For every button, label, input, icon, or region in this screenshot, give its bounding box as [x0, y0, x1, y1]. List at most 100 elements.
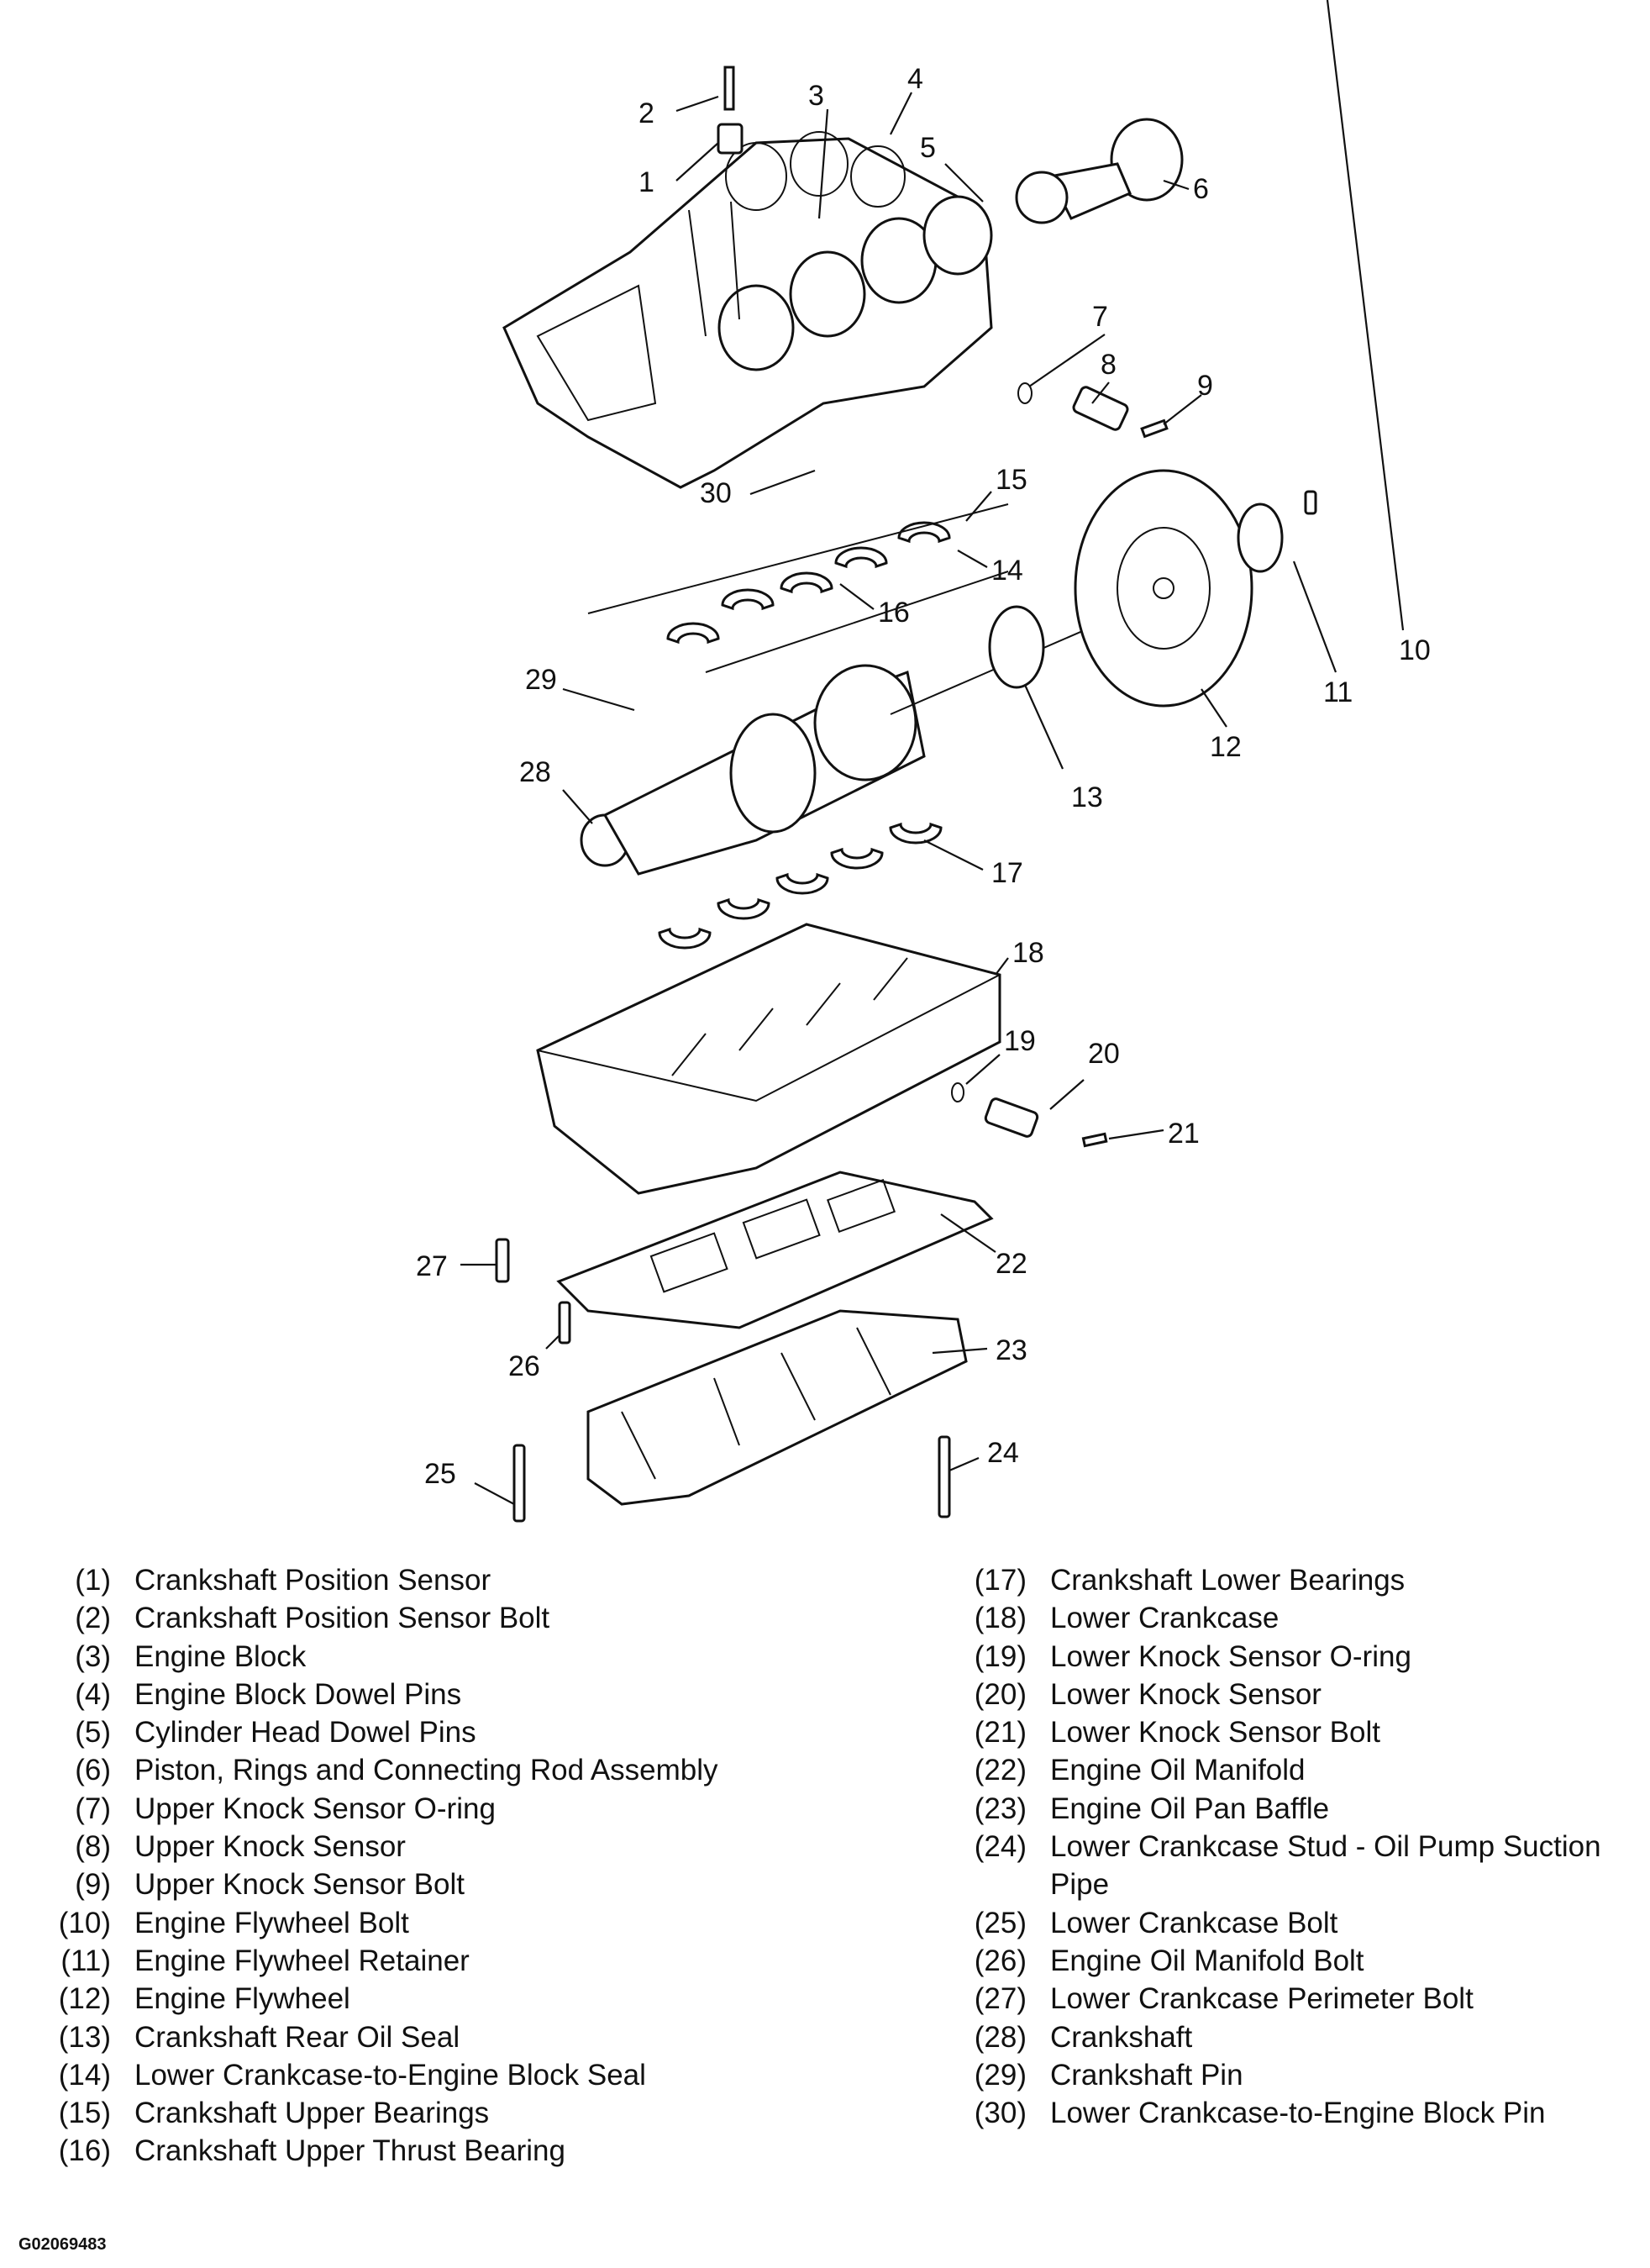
callout-19: 19: [1004, 1025, 1036, 1057]
legend-item-name: Lower Knock Sensor O-ring: [1050, 1639, 1411, 1673]
legend-item: (28)Crankshaft: [933, 2018, 1647, 2056]
callout-18: 18: [1012, 937, 1044, 969]
legend-item-name: Lower Crankcase-to-Engine Block Seal: [134, 2058, 646, 2092]
leader-lines: [460, 0, 1405, 1505]
callout-6: 6: [1193, 173, 1209, 205]
legend-item-name: Engine Oil Manifold: [1050, 1754, 1306, 1787]
legend-item: (1)Crankshaft Position Sensor: [17, 1561, 924, 1599]
legend-item-number: (12): [58, 1982, 111, 2016]
legend-item-name: Lower Knock Sensor Bolt: [1050, 1716, 1380, 1750]
legend-item: (18)Lower Crankcase: [933, 1599, 1647, 1637]
legend-item-name: Crankshaft Rear Oil Seal: [134, 2020, 460, 2054]
legend-item-number: (28): [974, 2020, 1027, 2054]
legend-item-number: (1): [75, 1564, 111, 1597]
callout-29: 29: [525, 664, 557, 696]
callout-30: 30: [700, 477, 732, 509]
callout-1: 1: [638, 166, 654, 198]
legend-item-name: Engine Oil Pan Baffle: [1050, 1792, 1330, 1825]
callout-10: 10: [1399, 634, 1431, 666]
legend-item-number: (11): [60, 1944, 111, 1977]
legend-item-number: (19): [974, 1639, 1027, 1673]
callout-16: 16: [878, 597, 910, 629]
legend-item-number: (14): [58, 2058, 111, 2092]
legend-item: (6)Piston, Rings and Connecting Rod Asse…: [17, 1751, 924, 1789]
legend-item-name: Upper Knock Sensor Bolt: [134, 1868, 465, 1902]
legend-item-name: Lower Knock Sensor: [1050, 1677, 1322, 1711]
callout-15: 15: [996, 464, 1027, 496]
legend-item-number: (15): [58, 2097, 111, 2130]
callout-25: 25: [424, 1458, 456, 1490]
legend-item-number: (3): [75, 1639, 111, 1673]
legend-item-number: (21): [974, 1716, 1027, 1750]
legend-item-name: Engine Flywheel: [134, 1982, 350, 2016]
legend-item: (9) Upper Knock Sensor Bolt: [17, 1865, 924, 1903]
legend-item-name: Engine Flywheel Retainer: [134, 1944, 470, 1977]
crankshaft-drawing: [580, 604, 1143, 876]
legend-item-name: Engine Oil Manifold Bolt: [1050, 1944, 1364, 1977]
legend-item-name: Crankshaft Lower Bearings: [1050, 1564, 1406, 1597]
legend-item-number: (6): [75, 1754, 111, 1787]
legend-item-number: (27): [974, 1982, 1027, 2016]
legend-item: (25)Lower Crankcase Bolt: [933, 1904, 1647, 1942]
legend-item-number: (16): [58, 2134, 111, 2168]
legend-item-number: (10): [58, 1906, 111, 1939]
legend-item-number: (18): [974, 1602, 1027, 1635]
legend-item-name: Crankshaft Upper Thrust Bearing: [134, 2134, 565, 2168]
callout-9: 9: [1197, 370, 1213, 402]
legend-item: (23)Engine Oil Pan Baffle: [933, 1790, 1647, 1828]
legend-item: (13)Crankshaft Rear Oil Seal: [17, 2018, 924, 2056]
legend-item: (29)Crankshaft Pin: [933, 2056, 1647, 2094]
callout-labels: 1 2 3 4 5 6 7 8 9 10 11 12 13 14 15 16 1…: [416, 63, 1431, 1490]
legend-item-name: Crankshaft Position Sensor Bolt: [134, 1602, 550, 1635]
legend-item: (30)Lower Crankcase-to-Engine Block Pin: [933, 2094, 1647, 2132]
legend-item: (8) Upper Knock Sensor: [17, 1828, 924, 1865]
engine-block-drawing: [502, 131, 993, 489]
legend-item-name: Cylinder Head Dowel Pins: [134, 1716, 476, 1750]
legend-item-name: Lower Crankcase Stud - Oil Pump Suction …: [1050, 1830, 1601, 1902]
legend-item-number: (7): [75, 1792, 111, 1825]
legend-right-column: (17)Crankshaft Lower Bearings(18)Lower C…: [933, 1561, 1647, 2132]
callout-5: 5: [920, 132, 936, 164]
callout-27: 27: [416, 1250, 448, 1282]
callout-3: 3: [808, 80, 824, 112]
legend-left-column: (1)Crankshaft Position Sensor(2) Cranksha…: [17, 1561, 924, 2171]
legend-item-number: (22): [974, 1754, 1027, 1787]
legend-item-name: Crankshaft Pin: [1050, 2058, 1243, 2092]
callout-28: 28: [519, 756, 551, 788]
legend-item-number: (30): [974, 2097, 1027, 2130]
legend-item-number: (20): [974, 1677, 1027, 1711]
flywheel-drawing: [1074, 469, 1253, 708]
legend-item-number: (9): [75, 1868, 111, 1902]
legend-item-name: Lower Crankcase Perimeter Bolt: [1050, 1982, 1474, 2016]
legend-item-name: Upper Knock Sensor O-ring: [134, 1792, 496, 1825]
callout-12: 12: [1210, 731, 1242, 763]
callout-7: 7: [1092, 301, 1108, 333]
legend-item: (3)Engine Block: [17, 1638, 924, 1676]
callout-21: 21: [1168, 1118, 1200, 1150]
legend-item: (12) Engine Flywheel: [17, 1980, 924, 2018]
legend-item-number: (2): [75, 1602, 111, 1635]
callout-20: 20: [1088, 1038, 1120, 1070]
callout-11: 11: [1323, 676, 1353, 708]
callout-8: 8: [1101, 349, 1117, 381]
legend-item: (7) Upper Knock Sensor O-ring: [17, 1790, 924, 1828]
lower-bearings-drawing: [658, 822, 943, 950]
legend-item-number: (26): [974, 1944, 1027, 1977]
legend-item: (19) Lower Knock Sensor O-ring: [933, 1638, 1647, 1676]
legend-item: (11) Engine Flywheel Retainer: [17, 1942, 924, 1980]
callout-24: 24: [987, 1437, 1019, 1469]
legend-item-name: Lower Crankcase Bolt: [1050, 1906, 1338, 1939]
legend-item: (5)Cylinder Head Dowel Pins: [17, 1713, 924, 1751]
legend-item-number: (8): [75, 1830, 111, 1864]
callout-17: 17: [991, 857, 1023, 889]
legend-item-name: Upper Knock Sensor: [134, 1830, 406, 1864]
upper-bearings-drawing: [587, 503, 1009, 673]
callout-26: 26: [508, 1350, 540, 1382]
legend-item: (10)Engine Flywheel Bolt: [17, 1904, 924, 1942]
callout-13: 13: [1071, 781, 1103, 813]
callout-22: 22: [996, 1248, 1027, 1280]
legend-item-name: Crankshaft Upper Bearings: [134, 2097, 490, 2130]
callout-14: 14: [991, 555, 1023, 587]
legend-item: (4)Engine Block Dowel Pins: [17, 1676, 924, 1713]
figure-id: G02069483: [18, 2235, 107, 2254]
